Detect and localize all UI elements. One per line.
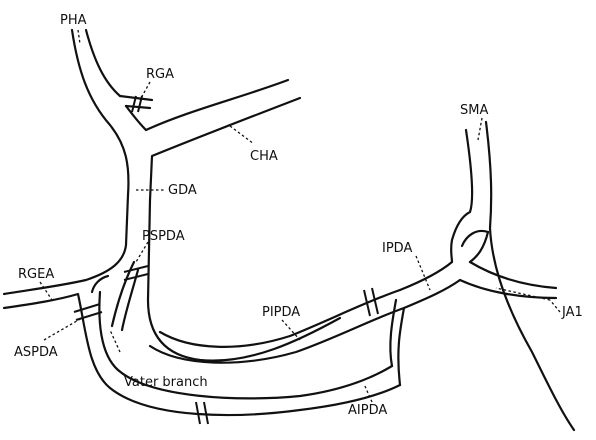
ipda-leader — [416, 256, 430, 290]
aspda-ligation-mark — [74, 304, 102, 320]
aipda-right-wall — [398, 308, 404, 385]
cha-upper-wall — [146, 80, 288, 130]
ja1-lower-wall — [470, 262, 556, 288]
label-ipda: IPDA — [382, 241, 412, 256]
leader-lines — [40, 30, 560, 402]
ja1-upper-wall — [460, 280, 556, 298]
label-gda: GDA — [168, 183, 197, 198]
rgea-leader — [40, 282, 52, 300]
labels: PHA RGA CHA GDA PSPDA RGEA ASPDA Vater b… — [14, 13, 583, 418]
pha-leader — [78, 30, 80, 44]
label-sma: SMA — [460, 103, 488, 118]
aipda-leader — [364, 384, 372, 402]
ipda-upper-wall — [400, 262, 452, 290]
rga-lower-wall — [126, 106, 150, 108]
pha-gda-left-wall — [4, 30, 128, 294]
vater-branch-wall — [92, 276, 108, 292]
label-cha: CHA — [250, 149, 278, 164]
pspda-leader — [136, 242, 148, 262]
label-vater-branch: Vater branch — [124, 375, 208, 390]
label-pha: PHA — [60, 13, 87, 28]
sma-left-wall — [451, 130, 472, 262]
aipda-ligation-mark — [196, 402, 208, 424]
label-rga: RGA — [146, 67, 174, 82]
label-aipda: AIPDA — [348, 403, 387, 418]
label-rgea: RGEA — [18, 267, 54, 282]
label-ja1: JA1 — [561, 305, 583, 320]
sma-leader — [478, 118, 482, 140]
label-pspda: PSPDA — [142, 229, 185, 244]
vater-leader — [110, 330, 120, 352]
cha-leader — [230, 126, 254, 144]
vessel-outlines — [4, 30, 574, 430]
sma-inner-wall — [470, 232, 488, 262]
label-pipda: PIPDA — [262, 305, 300, 320]
aspda-leader — [44, 318, 82, 340]
label-aspda: ASPDA — [14, 345, 58, 360]
pha-right-wall-lower — [126, 106, 146, 130]
aipda-inner-right-wall — [390, 300, 396, 366]
pha-right-wall-upper — [86, 30, 120, 96]
